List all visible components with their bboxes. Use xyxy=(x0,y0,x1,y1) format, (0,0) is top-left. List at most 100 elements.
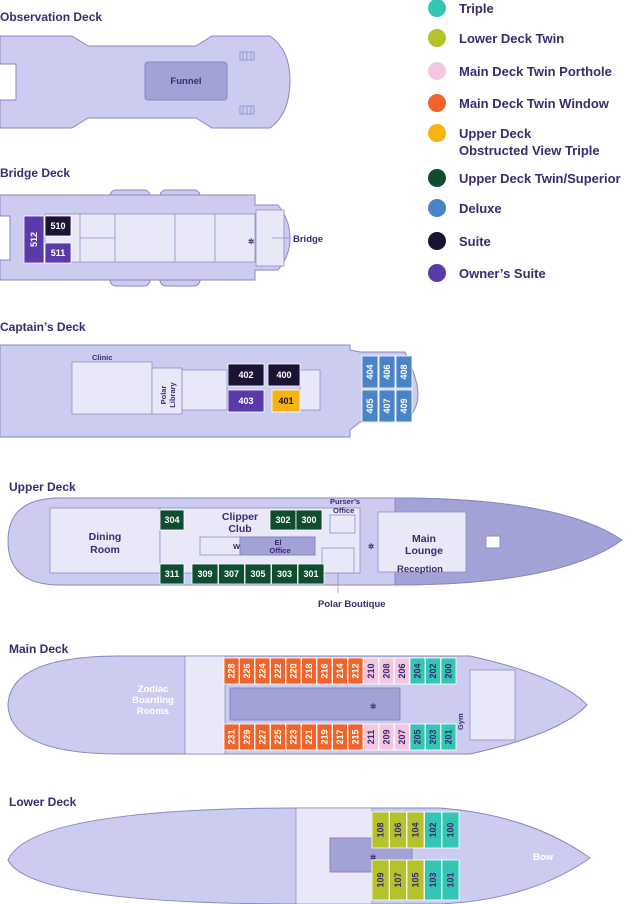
cabin-218-box xyxy=(301,657,317,685)
cabin-228: 228 xyxy=(223,657,240,685)
cabin-403-box xyxy=(227,389,265,413)
cabin-105-box xyxy=(406,859,425,901)
cabin-106: 106 xyxy=(389,811,407,849)
cabin-205-box xyxy=(409,723,426,751)
cabin-108: 108 xyxy=(371,811,390,849)
legend-swatch xyxy=(428,169,446,187)
legend-label: Main Deck Twin Porthole xyxy=(459,64,612,79)
cabin-305-box xyxy=(244,563,272,585)
cabin-217: 217 xyxy=(332,723,348,751)
cabin-408: 408 xyxy=(395,355,413,389)
cabin-511: 511 xyxy=(44,242,72,264)
cabin-309-label: 309 xyxy=(197,569,212,579)
cabin-409-label: 409 xyxy=(399,398,409,413)
cabin-214-label: 214 xyxy=(335,663,345,678)
legend-item-0: Triple xyxy=(428,0,494,17)
cabin-223-box xyxy=(285,723,302,751)
cabin-107-label: 107 xyxy=(393,872,403,887)
cabin-305-label: 305 xyxy=(250,569,265,579)
legend-swatch xyxy=(428,94,446,112)
svg-text:Lounge: Lounge xyxy=(405,545,443,557)
cabin-107-box xyxy=(389,859,407,901)
cabin-407-box xyxy=(378,389,396,423)
cabin-101-box xyxy=(441,859,460,901)
legend-label: Triple xyxy=(459,1,494,16)
cabin-401-box xyxy=(271,389,301,413)
legend-swatch xyxy=(428,62,446,80)
cabin-223-label: 223 xyxy=(289,729,299,744)
cabin-227-label: 227 xyxy=(258,729,268,744)
cabin-215-box xyxy=(347,723,364,751)
legend-swatch xyxy=(428,29,446,47)
cabin-200-label: 200 xyxy=(444,663,454,678)
cabin-205-label: 205 xyxy=(413,729,423,744)
legend-swatch xyxy=(428,0,446,17)
cabin-512: 512 xyxy=(23,215,45,264)
legend-item-3: Main Deck Twin Window xyxy=(428,94,610,112)
cabin-219-label: 219 xyxy=(320,729,330,744)
cabin-203: 203 xyxy=(425,723,441,751)
cabin-227-box xyxy=(254,723,271,751)
cabin-207-label: 207 xyxy=(397,729,407,744)
cabin-301-label: 301 xyxy=(303,569,318,579)
lower-deck-title: Lower Deck xyxy=(9,795,77,809)
cabin-103-box xyxy=(424,859,442,901)
legend-item-6: Deluxe xyxy=(428,199,502,217)
cabin-221-label: 221 xyxy=(304,729,314,744)
cabin-200-box xyxy=(440,657,457,685)
funnel-label: Funnel xyxy=(170,76,201,87)
cabin-104-box xyxy=(406,811,425,849)
cabin-101-label: 101 xyxy=(446,872,456,887)
cabin-225-label: 225 xyxy=(273,729,283,744)
cabin-403: 403 xyxy=(227,389,265,413)
legend-item-5: Upper Deck Twin/Superior xyxy=(428,169,621,187)
cabin-204-box xyxy=(409,657,426,685)
cabin-106-box xyxy=(389,811,407,849)
cabin-204-label: 204 xyxy=(413,663,423,678)
cabin-404-box xyxy=(361,355,379,389)
cabin-231: 231 xyxy=(223,723,240,751)
cabin-226: 226 xyxy=(239,657,255,685)
cabin-210-label: 210 xyxy=(366,663,376,678)
cabin-104: 104 xyxy=(406,811,425,849)
cabin-402-box xyxy=(227,363,265,387)
cabin-211-box xyxy=(363,723,379,751)
cabin-208: 208 xyxy=(378,657,395,685)
legend-swatch xyxy=(428,232,446,250)
cabin-511-label: 511 xyxy=(51,248,66,258)
bow-label: Bow xyxy=(533,852,554,863)
cabin-202-box xyxy=(425,657,441,685)
cabin-220-label: 220 xyxy=(289,663,299,678)
legend-item-8: Owner’s Suite xyxy=(428,264,546,282)
cabin-301: 301 xyxy=(297,563,325,585)
cabin-512-label: 512 xyxy=(29,232,39,247)
cabin-203-box xyxy=(425,723,441,751)
bridge-helm-icon: ✲ xyxy=(248,237,255,246)
cabin-408-label: 408 xyxy=(399,364,409,379)
cabin-407: 407 xyxy=(378,389,396,423)
cabin-102-box xyxy=(424,811,442,849)
svg-text:Boarding: Boarding xyxy=(132,695,174,706)
legend-item-1: Lower Deck Twin xyxy=(428,29,564,47)
cabin-212-box xyxy=(347,657,364,685)
cabin-210: 210 xyxy=(363,657,379,685)
cabin-311: 311 xyxy=(159,563,185,585)
upper-deck-title: Upper Deck xyxy=(9,480,76,494)
reception-label: Reception xyxy=(397,564,443,575)
funnel xyxy=(144,61,228,101)
cabin-309: 309 xyxy=(191,563,219,585)
legend-label: Suite xyxy=(459,234,491,249)
cabin-109-box xyxy=(371,859,390,901)
svg-text:Office: Office xyxy=(269,546,290,555)
cabin-211-label: 211 xyxy=(366,730,376,745)
zodiac-label: Zodiac xyxy=(138,684,169,695)
cabin-402: 402 xyxy=(227,363,265,387)
cabin-400: 400 xyxy=(267,363,301,387)
cabin-407-label: 407 xyxy=(382,398,392,413)
legend-label: Deluxe xyxy=(459,201,502,216)
cabin-109: 109 xyxy=(371,859,390,901)
cabin-105: 105 xyxy=(406,859,425,901)
cabin-202-label: 202 xyxy=(428,663,438,678)
